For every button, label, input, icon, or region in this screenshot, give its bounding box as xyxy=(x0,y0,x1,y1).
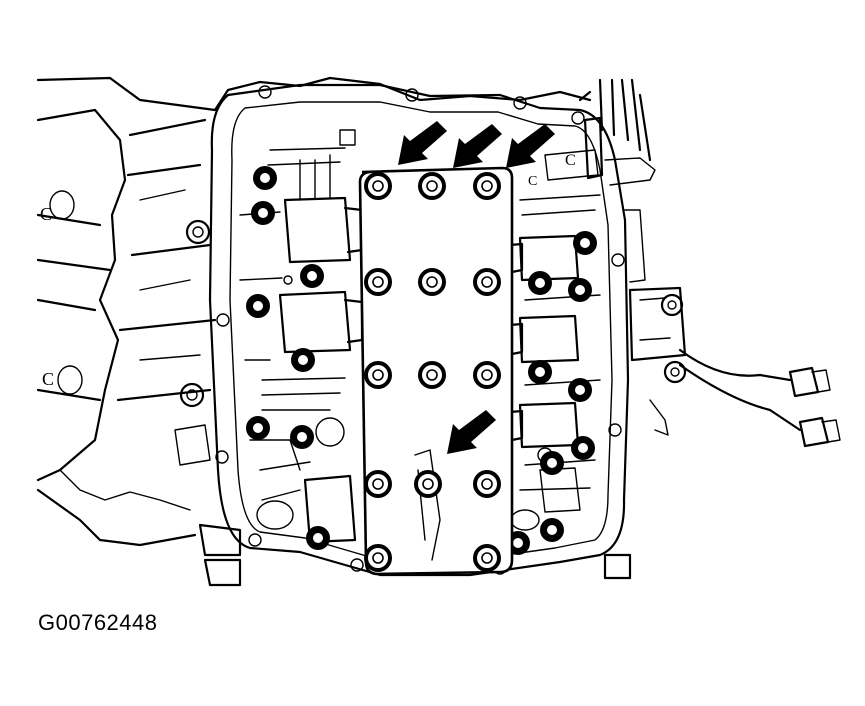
bolt-head xyxy=(663,360,687,384)
case-bolts xyxy=(179,219,687,408)
casting-mark-c: C xyxy=(528,174,537,189)
valve-body-diagram: C C C C xyxy=(36,76,841,587)
plate-bolt xyxy=(418,172,446,200)
bolt-head xyxy=(290,425,314,449)
plate-bolt xyxy=(364,544,392,572)
plate-bolt xyxy=(414,470,442,498)
bolt-head xyxy=(528,271,552,295)
plate-bolt xyxy=(364,361,392,389)
indicator-arrows xyxy=(398,121,555,454)
indicator-arrow xyxy=(398,121,447,165)
indicator-arrow xyxy=(453,124,502,168)
plate-bolt xyxy=(473,172,501,200)
figure-code: G00762448 xyxy=(38,610,158,635)
plate-bolt xyxy=(473,544,501,572)
bolt-head xyxy=(568,278,592,302)
indicator-arrow xyxy=(447,410,496,454)
bolt-head xyxy=(179,382,205,408)
bolt-head xyxy=(253,166,277,190)
casting-mark-c: C xyxy=(42,369,54,389)
bolt-head xyxy=(573,231,597,255)
wire-harness xyxy=(578,78,841,448)
bolt-head xyxy=(251,201,275,225)
bolt-head xyxy=(291,348,315,372)
bolt-head xyxy=(246,294,270,318)
bolt-head xyxy=(660,293,684,317)
bolt-head xyxy=(571,436,595,460)
bolt-head xyxy=(300,264,324,288)
bolt-head xyxy=(306,526,330,550)
bolt-head xyxy=(246,416,270,440)
plate-bolt xyxy=(364,470,392,498)
plate-bolts xyxy=(364,172,501,572)
indicator-arrow xyxy=(506,124,555,168)
casting-mark-c: C xyxy=(565,152,576,169)
plate-bolt xyxy=(473,268,501,296)
plate-bolt xyxy=(418,361,446,389)
plate-bolt xyxy=(473,361,501,389)
bolt-head xyxy=(528,360,552,384)
bolt-head xyxy=(540,451,564,475)
left-solenoids xyxy=(239,129,364,544)
plate-bolt xyxy=(364,172,392,200)
casting-marks: C C C C xyxy=(40,152,576,389)
flange-bolts xyxy=(246,166,597,555)
casting-mark-c: C xyxy=(40,204,52,224)
plate-bolt xyxy=(418,268,446,296)
bolt-head xyxy=(185,219,211,245)
plate-bolt xyxy=(364,268,392,296)
bolt-head xyxy=(540,518,564,542)
bolt-head xyxy=(568,378,592,402)
plate-bolt xyxy=(473,470,501,498)
